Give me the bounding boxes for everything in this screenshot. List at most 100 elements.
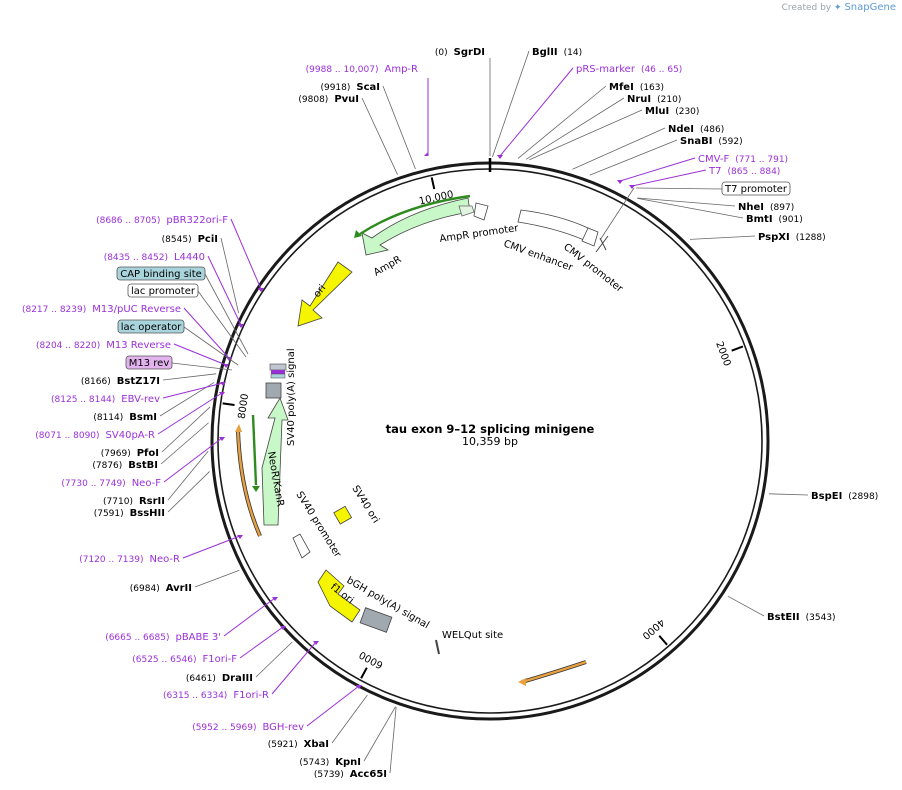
feature-ori[interactable]: [297, 261, 353, 327]
site-label-nrui[interactable]: NruI(210): [627, 94, 681, 105]
site-name: F1ori-F: [203, 654, 238, 665]
feature-sv40-promoter[interactable]: [292, 533, 311, 559]
site-label-mlui[interactable]: MluI(230): [645, 106, 699, 117]
site-label-pvui[interactable]: (9808)PvuI: [298, 94, 359, 105]
site-label-pcii[interactable]: (8545) PciI: [162, 234, 218, 245]
site-label-kpni[interactable]: (5743)KpnI: [299, 757, 361, 768]
site-label-bgh-rev[interactable]: (5952 .. 5969)BGH-rev: [192, 722, 304, 733]
site-label-draiii[interactable]: (6461)DraIII: [186, 673, 253, 684]
site-label-m13-reverse[interactable]: (8204 .. 8220)M13 Reverse: [36, 340, 171, 351]
site-label-l4440[interactable]: (8435 .. 8452)L4440: [104, 252, 205, 263]
site-position: (592): [718, 137, 742, 147]
feature-orf-left[interactable]: [235, 424, 262, 537]
site-label-pfoi[interactable]: (7969)PfoI: [101, 448, 159, 459]
site-name: EBV-rev: [121, 394, 160, 405]
boxed-label-t7-promoter[interactable]: T7 promoter: [721, 181, 791, 196]
plasmid-name: tau exon 9–12 splicing minigene: [386, 422, 595, 436]
site-name: T7: [708, 166, 721, 177]
site-label-bsshii[interactable]: (7591)BssHII: [94, 508, 165, 519]
site-label-neo-f[interactable]: (7730 .. 7749)Neo-F: [61, 478, 161, 489]
label-layer: (0)SgrDI BglII(14) MfeI(163)NruI(210)MluI(…: [22, 47, 878, 780]
site-label-amp-r[interactable]: (9988 .. 10,007)Amp-R: [306, 64, 418, 75]
site-position: (8435 .. 8452): [104, 253, 168, 263]
site-label-bsmi[interactable]: (8114)BsmI: [93, 412, 157, 423]
site-label-avrii[interactable]: (6984)AvrII: [130, 583, 192, 594]
leader-line: [271, 641, 317, 695]
site-position: (8545): [162, 235, 192, 245]
site-position: (5921): [268, 740, 298, 750]
site-label-nhei[interactable]: NheI(897): [738, 202, 794, 213]
leader-line: [183, 326, 239, 366]
site-label-t7[interactable]: T7(865 .. 884): [708, 166, 780, 177]
feature-cmv-promoter[interactable]: [581, 227, 609, 253]
leader-line: [255, 641, 293, 678]
site-label-f1ori-f[interactable]: (6525 .. 6546)F1ori-F: [132, 654, 237, 665]
site-label-sv40pa-r[interactable]: (8071 .. 8090)SV40pA-R: [35, 430, 155, 441]
plasmid-size: 10,359 bp: [462, 435, 518, 448]
site-label-ndei[interactable]: NdeI(486): [668, 124, 724, 135]
site-label-prs-marker[interactable]: pRS-marker(46 .. 65): [576, 64, 682, 75]
site-position: (5952 .. 5969): [192, 723, 256, 733]
site-position: (163): [640, 83, 664, 93]
feature-ampr-promoter[interactable]: [458, 202, 489, 221]
feature-sv40-polya[interactable]: [265, 382, 282, 399]
leader-line: [517, 85, 607, 159]
leader-line: [157, 392, 223, 435]
site-name: KpnI: [335, 757, 361, 768]
site-label-bstbi[interactable]: (7876)BstBI: [92, 460, 158, 471]
site-label-cmv-f[interactable]: CMV-F(771 .. 791): [698, 154, 788, 165]
site-position: (7120 .. 7139): [79, 555, 143, 565]
leader-line: [207, 255, 242, 326]
site-label-pspxi[interactable]: PspXI(1288): [758, 232, 826, 243]
site-name: Neo-R: [150, 554, 181, 565]
boxed-label-cap-binding-site[interactable]: CAP binding site: [116, 266, 206, 281]
leader-line: [331, 694, 368, 744]
boxed-label-m13-rev[interactable]: M13 rev: [125, 355, 173, 370]
site-label-neo-r[interactable]: (7120 .. 7139) Neo-R: [79, 554, 180, 565]
site-label-rsrii[interactable]: (7710)RsrII: [103, 496, 165, 507]
site-position: (8204 .. 8220): [36, 341, 100, 351]
leader-line: [230, 218, 262, 290]
site-label-sgrdi[interactable]: (0)SgrDI: [435, 47, 485, 58]
primer-arrow-icon: [220, 382, 226, 386]
feature-f1-ori[interactable]: [317, 569, 361, 623]
site-label-pbabe-3[interactable]: (6665 .. 6685)pBABE 3': [105, 632, 221, 643]
leader-line: [163, 437, 223, 483]
feature-cmv-enhancer[interactable]: [517, 209, 589, 241]
feature-orf-bottom[interactable]: [518, 660, 587, 686]
feature-sv40-ori[interactable]: [333, 505, 353, 525]
site-label-bspei[interactable]: BspEI(2898): [811, 491, 878, 502]
boxed-label-lac-promoter[interactable]: lac promoter: [127, 283, 199, 298]
site-name: pBR322ori-F: [166, 215, 228, 226]
feature-welqut[interactable]: [435, 639, 440, 655]
leader-line: [727, 595, 765, 617]
site-label-f1ori-r[interactable]: (6315 .. 6334)F1ori-R: [163, 690, 269, 701]
leader-line: [689, 235, 756, 240]
site-label-ebv-rev[interactable]: (8125 .. 8144)EBV-rev: [51, 394, 160, 405]
feature-lac-cluster[interactable]: [269, 363, 287, 379]
boxed-label-lac-operator[interactable]: lac operator: [117, 319, 185, 334]
site-label-acc65i[interactable]: (5739)Acc65I: [314, 769, 387, 780]
tick-label: 4000: [640, 616, 666, 641]
site-position: (230): [675, 107, 699, 117]
site-label-bsteii[interactable]: BstEII(3543): [767, 612, 836, 623]
feature-ampr[interactable]: [354, 194, 471, 256]
site-label-mfei[interactable]: MfeI(163): [609, 82, 664, 93]
site-label-xbai[interactable]: (5921)XbaI: [268, 739, 329, 750]
site-name: SV40pA-R: [106, 430, 155, 441]
leader-line: [183, 307, 230, 359]
site-label-snabi[interactable]: SnaBI(592): [680, 136, 743, 147]
feature-neor[interactable]: [251, 397, 289, 526]
site-label-bmti[interactable]: BmtI(901): [746, 214, 803, 225]
feature-bgh-polya[interactable]: [359, 607, 393, 633]
site-position: (8217 .. 8239): [22, 305, 86, 315]
site-label-scai[interactable]: (9918)ScaI: [320, 82, 380, 93]
site-name: NruI: [627, 94, 651, 105]
site-name: PciI: [198, 234, 218, 245]
leader-line: [499, 67, 574, 157]
site-label-bstz17i[interactable]: (8166)BstZ17I: [81, 376, 160, 387]
site-label-bglii[interactable]: BglII(14): [532, 47, 582, 58]
site-label-pbr322ori-f[interactable]: (8686 .. 8705)pBR322ori-F: [96, 215, 228, 226]
primer-arrow-icon: [223, 364, 229, 368]
site-label-m13-puc-reverse[interactable]: (8217 .. 8239)M13/pUC Reverse: [22, 304, 181, 315]
